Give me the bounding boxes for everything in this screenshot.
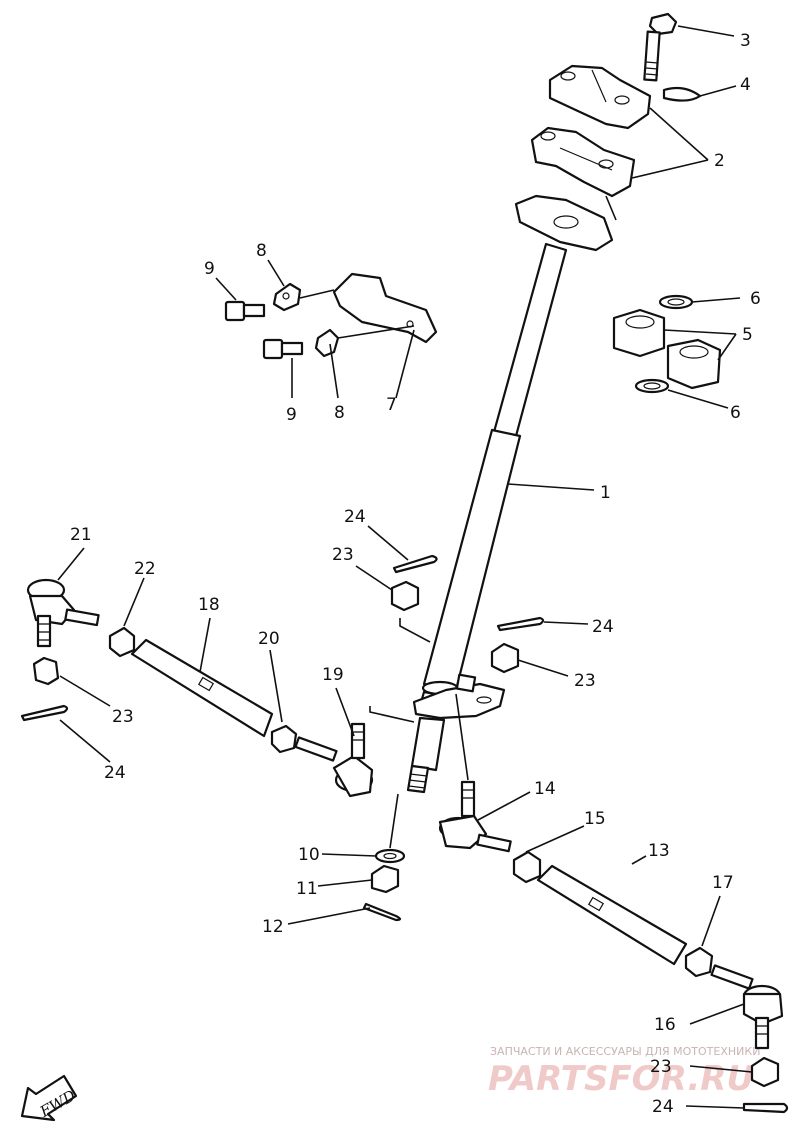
part-19-tie-rod-end [294, 722, 374, 798]
part-15-locknut [512, 850, 542, 884]
part-24-mid-cotter-pin [392, 554, 438, 574]
part-3-bolt [643, 12, 678, 82]
part-11-nut [370, 864, 400, 894]
callout-19: 19 [322, 665, 344, 685]
watermark-brand: PARTSFOR.RU [488, 1059, 754, 1099]
part-23-right-nut [490, 642, 520, 674]
callout-12: 12 [262, 917, 284, 937]
callout-5: 5 [742, 325, 753, 345]
part-14-tie-rod-end [438, 780, 512, 853]
part-24-bottom-cotter-pin [742, 1102, 789, 1114]
callouts: 3 4 2 9 8 6 5 6 9 8 7 1 24 23 21 22 18 2… [70, 31, 761, 1117]
callout-7: 7 [386, 395, 397, 415]
callout-1: 1 [600, 483, 611, 503]
callout-6: 6 [750, 289, 761, 309]
part-12-cotter-pin [362, 902, 402, 922]
callout-21: 21 [70, 525, 92, 545]
fwd-arrow-icon: FWD [20, 1074, 79, 1121]
callout-24: 24 [652, 1097, 674, 1117]
part-24-left-cotter-pin [20, 704, 69, 722]
column-top-plate [514, 194, 614, 252]
callout-3: 3 [740, 31, 751, 51]
callout-23: 23 [650, 1057, 672, 1077]
part-20-locknut [270, 724, 298, 754]
callout-23: 23 [112, 707, 134, 727]
callout-16: 16 [654, 1015, 676, 1035]
part-13-tie-rod [536, 864, 688, 966]
leader-lines [57, 25, 753, 1109]
callout-13: 13 [648, 841, 670, 861]
part-8-upper-clip [272, 282, 302, 312]
callout-9: 9 [204, 259, 215, 279]
part-9-lower-bolt [262, 338, 304, 360]
callout-2: 2 [714, 151, 725, 171]
part-23-left-nut [32, 656, 60, 686]
callout-23: 23 [574, 671, 596, 691]
part-23-bottom-nut [750, 1056, 780, 1088]
callout-23: 23 [332, 545, 354, 565]
callout-24: 24 [104, 763, 126, 783]
part-22-locknut [108, 626, 136, 658]
part-17-locknut [684, 946, 714, 978]
part-8-lower-clip [314, 328, 340, 358]
part-2-upper-holder [548, 64, 652, 130]
callout-8: 8 [334, 403, 345, 423]
callout-14: 14 [534, 779, 556, 799]
callout-20: 20 [258, 629, 280, 649]
part-5-right-bushing [666, 338, 722, 390]
part-5-left-bushing [612, 308, 666, 358]
part-23-mid-nut [390, 580, 420, 612]
part-7-bracket [332, 272, 438, 344]
callout-22: 22 [134, 559, 156, 579]
callout-11: 11 [296, 879, 318, 899]
part-10-washer [374, 848, 406, 864]
watermark-tagline: ЗАПЧАСТИ И АКСЕССУАРЫ ДЛЯ МОТОТЕХНИКИ [490, 1045, 760, 1058]
callout-10: 10 [298, 845, 320, 865]
callout-8: 8 [256, 241, 267, 261]
callout-15: 15 [584, 809, 606, 829]
callout-24: 24 [344, 507, 366, 527]
callout-9: 9 [286, 405, 297, 425]
callout-4: 4 [740, 75, 751, 95]
callout-18: 18 [198, 595, 220, 615]
callout-24: 24 [592, 617, 614, 637]
part-9-upper-bolt [224, 300, 266, 322]
callout-17: 17 [712, 873, 734, 893]
part-18-tie-rod [130, 638, 274, 738]
part-1-steering-shaft [406, 242, 568, 794]
part-24-right-cotter-pin [496, 616, 545, 632]
part-21-tie-rod-end [26, 578, 100, 648]
part-4-washer [662, 86, 702, 102]
part-6-upper-washer [658, 294, 694, 310]
part-6-lower-washer [634, 378, 670, 394]
part-2-lower-holder [530, 126, 636, 198]
part-16-tie-rod-end [710, 964, 784, 1050]
callout-6: 6 [730, 403, 741, 423]
